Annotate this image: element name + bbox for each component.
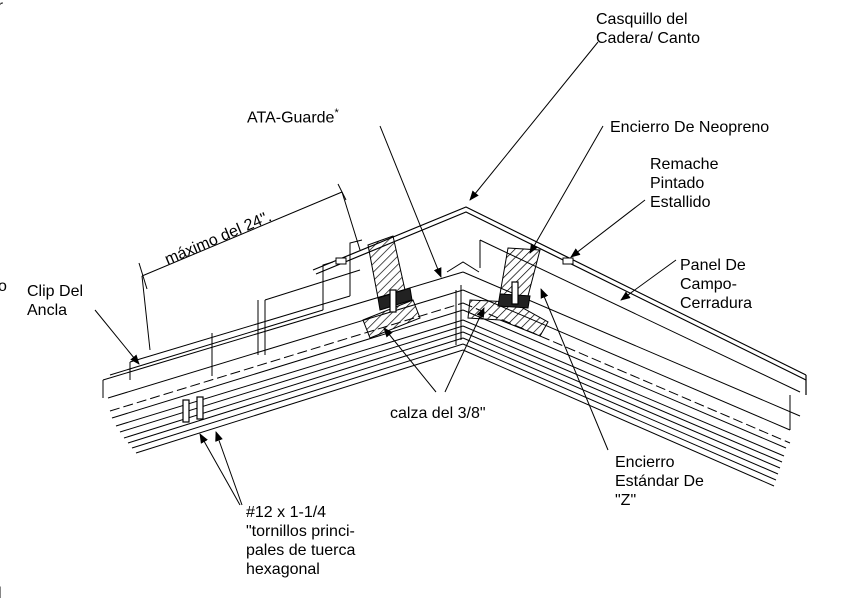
- ata-guard-mark: *: [334, 107, 339, 119]
- shim-label: calza del 3/8": [390, 405, 486, 422]
- hip-cap-label: Casquillo del Cadera/ Canto: [596, 11, 701, 47]
- hip-cap: [312, 206, 807, 395]
- left-panel: [102, 239, 363, 398]
- neoprene-closure-label: Encierro De Neopreno: [610, 119, 770, 136]
- rivet-label: Remache Pintado Estallido: [650, 156, 719, 211]
- screws: [182, 281, 519, 423]
- dimension-24: [138, 183, 361, 351]
- z-closure-label: Encierro Estándar De "Z": [615, 454, 704, 509]
- rivets: [335, 257, 574, 265]
- panel-label: Panel De Campo- Cerradura: [680, 257, 753, 312]
- ata-guard-label: ATA-Guarde*: [247, 107, 339, 127]
- edge-mark-top: r: [0, 0, 2, 16]
- left-deck-layers: [102, 271, 464, 454]
- neoprene-closures: [367, 235, 541, 311]
- screws-label: #12 x 1-1/4 "tornillos princi- pales de …: [246, 504, 356, 578]
- leaders: [94, 41, 677, 506]
- edge-mark-bottom: l: [0, 585, 2, 603]
- anchor-clip-label: Clip Del Ancla: [27, 283, 84, 319]
- edge-mark-mid: o: [0, 278, 7, 295]
